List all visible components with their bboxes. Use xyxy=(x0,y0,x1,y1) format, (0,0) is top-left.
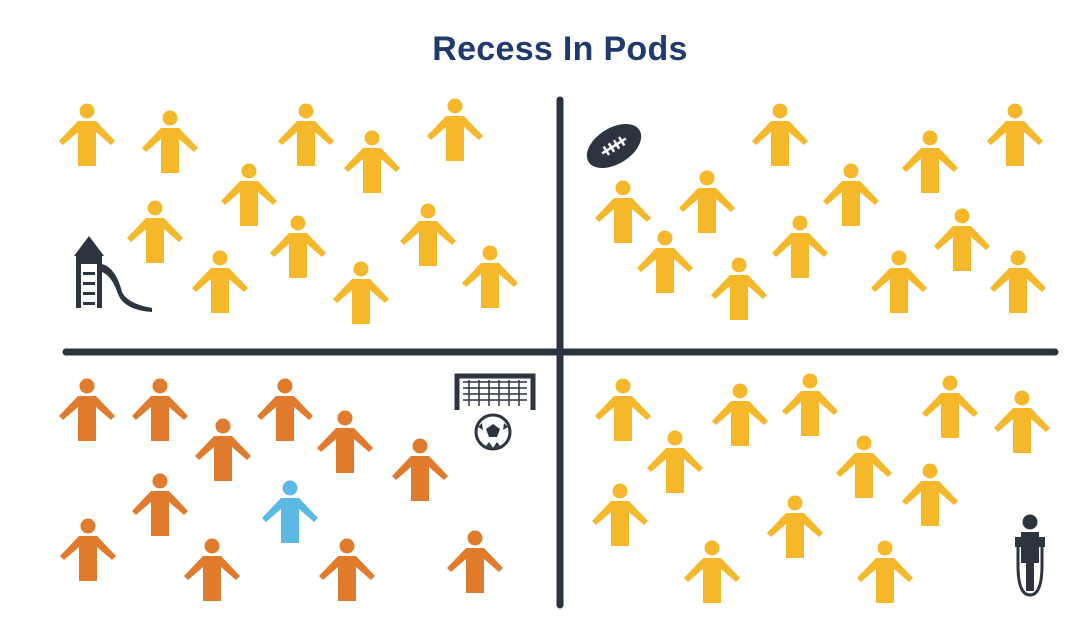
child-figure xyxy=(902,130,958,193)
child-figure xyxy=(319,538,375,601)
child-figure xyxy=(836,435,892,498)
child-figure xyxy=(637,230,693,293)
child-figure xyxy=(462,245,518,308)
playground-slide-icon xyxy=(74,236,152,312)
quadrant-top-right xyxy=(595,103,1046,320)
quadrant-top-left xyxy=(59,98,518,324)
child-figure xyxy=(392,438,448,501)
child-figure xyxy=(142,110,198,173)
child-figure xyxy=(823,163,879,226)
quadrant-bottom-left xyxy=(59,378,503,601)
quadrant-bottom-right xyxy=(592,373,1050,603)
child-figure xyxy=(333,261,389,324)
child-figure xyxy=(427,98,483,161)
child-figure xyxy=(221,163,277,226)
child-figure xyxy=(712,383,768,446)
child-figure xyxy=(317,410,373,473)
child-figure xyxy=(782,373,838,436)
child-figure xyxy=(184,538,240,601)
child-figure xyxy=(934,208,990,271)
child-figure xyxy=(902,463,958,526)
child-figure xyxy=(679,170,735,233)
child-figure xyxy=(257,378,313,441)
child-figure xyxy=(447,530,503,593)
child-figure xyxy=(192,250,248,313)
child-figure xyxy=(922,375,978,438)
child-figure xyxy=(132,473,188,536)
child-figure xyxy=(647,430,703,493)
child-figure xyxy=(990,250,1046,313)
child-figure xyxy=(711,257,767,320)
child-figure xyxy=(752,103,808,166)
child-figure xyxy=(60,518,116,581)
child-figure xyxy=(871,250,927,313)
football-icon xyxy=(586,123,642,169)
child-figure xyxy=(278,103,334,166)
child-figure xyxy=(270,215,326,278)
child-figure xyxy=(987,103,1043,166)
child-figure xyxy=(595,378,651,441)
child-figure xyxy=(59,378,115,441)
soccer-goal-ball-icon xyxy=(454,373,536,451)
child-figure xyxy=(595,180,651,243)
page-title: Recess In Pods xyxy=(432,30,688,68)
child-figure xyxy=(132,378,188,441)
child-figure xyxy=(857,540,913,603)
child-figure xyxy=(59,103,115,166)
child-figure xyxy=(994,390,1050,453)
highlighted-child-figure xyxy=(262,480,318,543)
child-figure xyxy=(684,540,740,603)
jump-rope-icon xyxy=(1015,514,1045,597)
child-figure xyxy=(127,200,183,263)
child-figure xyxy=(195,418,251,481)
child-figure xyxy=(344,130,400,193)
child-figure xyxy=(400,203,456,266)
child-figure xyxy=(772,215,828,278)
child-figure xyxy=(592,483,648,546)
child-figure xyxy=(767,495,823,558)
